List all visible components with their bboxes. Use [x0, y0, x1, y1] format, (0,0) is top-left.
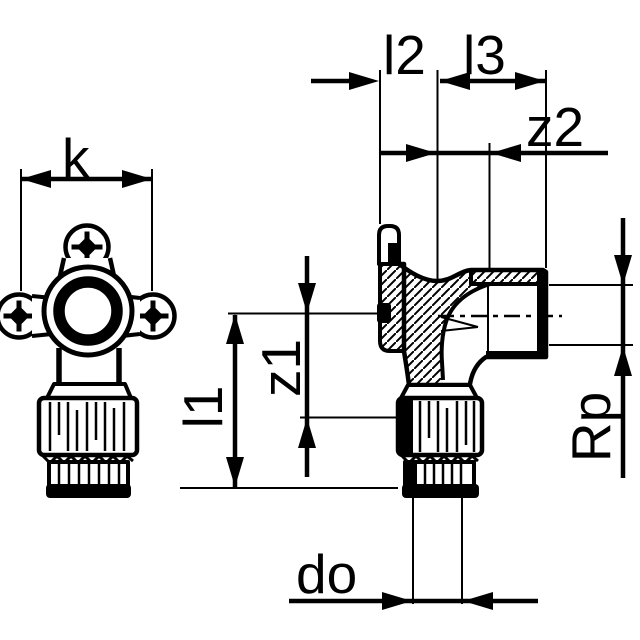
dimension-k: k	[20, 127, 153, 291]
press-connection-side	[395, 383, 485, 498]
z2-arrowhead-right	[491, 144, 521, 162]
screw-diamond-icon	[8, 305, 30, 327]
dimension-label-z2: z2	[526, 96, 584, 158]
dimension-l1-z1: l1 z1	[172, 256, 398, 489]
elbow-inner-curve	[439, 282, 491, 381]
side-view	[377, 224, 562, 498]
dimension-label-l3: l3	[463, 24, 506, 86]
do-arrowhead-left	[382, 592, 412, 610]
dimension-label-l2: l2	[383, 24, 426, 86]
dimension-label-do: do	[296, 543, 357, 605]
body-section-hatch	[404, 266, 490, 383]
knurl-lines	[48, 402, 126, 451]
dimension-rp: Rp	[549, 218, 633, 478]
k-arrowhead-left	[21, 170, 51, 188]
l3-arrowhead-left	[440, 72, 470, 90]
press-end-band	[46, 484, 131, 498]
screw-diamond-icon	[76, 236, 98, 258]
dimension-label-rp: Rp	[560, 392, 622, 462]
bore-cone-lines	[440, 316, 479, 332]
dimension-z2: z2	[380, 96, 608, 268]
screw-diamond-icon	[142, 305, 164, 327]
flange-hole-section	[377, 303, 391, 323]
sleeve-section-strip	[406, 463, 417, 485]
bore-ring	[53, 276, 123, 346]
socket-end-rim	[537, 270, 546, 357]
z2-arrowhead-left	[406, 144, 436, 162]
nut-section-strip	[399, 400, 413, 453]
l3-arrowhead-right	[515, 72, 545, 90]
press-end-band	[402, 484, 479, 498]
rp-arrowhead-bottom	[614, 346, 632, 376]
sleeve-lines	[57, 464, 121, 484]
l1-arrowhead-top	[226, 314, 244, 344]
front-view	[0, 223, 177, 498]
dimension-label-z1: z1	[250, 339, 312, 397]
rp-arrowhead-top	[614, 255, 632, 285]
dimension-l2-l3: l2 l3	[311, 24, 547, 279]
do-arrowhead-right	[463, 592, 493, 610]
sleeve-lines	[423, 464, 463, 484]
dimension-label-l1: l1	[172, 386, 234, 429]
wall-flange-section	[378, 262, 406, 353]
z1-arrowhead-bottom	[298, 418, 316, 448]
dimension-do: do	[289, 493, 538, 610]
l2-arrowhead	[349, 72, 379, 90]
dimension-label-k: k	[62, 127, 90, 189]
l1-arrowhead-bottom	[226, 457, 244, 487]
socket-bottom-wall	[486, 351, 545, 359]
k-arrowhead-right	[122, 170, 152, 188]
socket-top-wall	[469, 268, 545, 286]
tab-hole-section	[388, 243, 398, 264]
press-connection-front	[36, 382, 140, 498]
knurl-lines	[418, 401, 476, 452]
z1-arrowhead-top	[298, 283, 316, 313]
